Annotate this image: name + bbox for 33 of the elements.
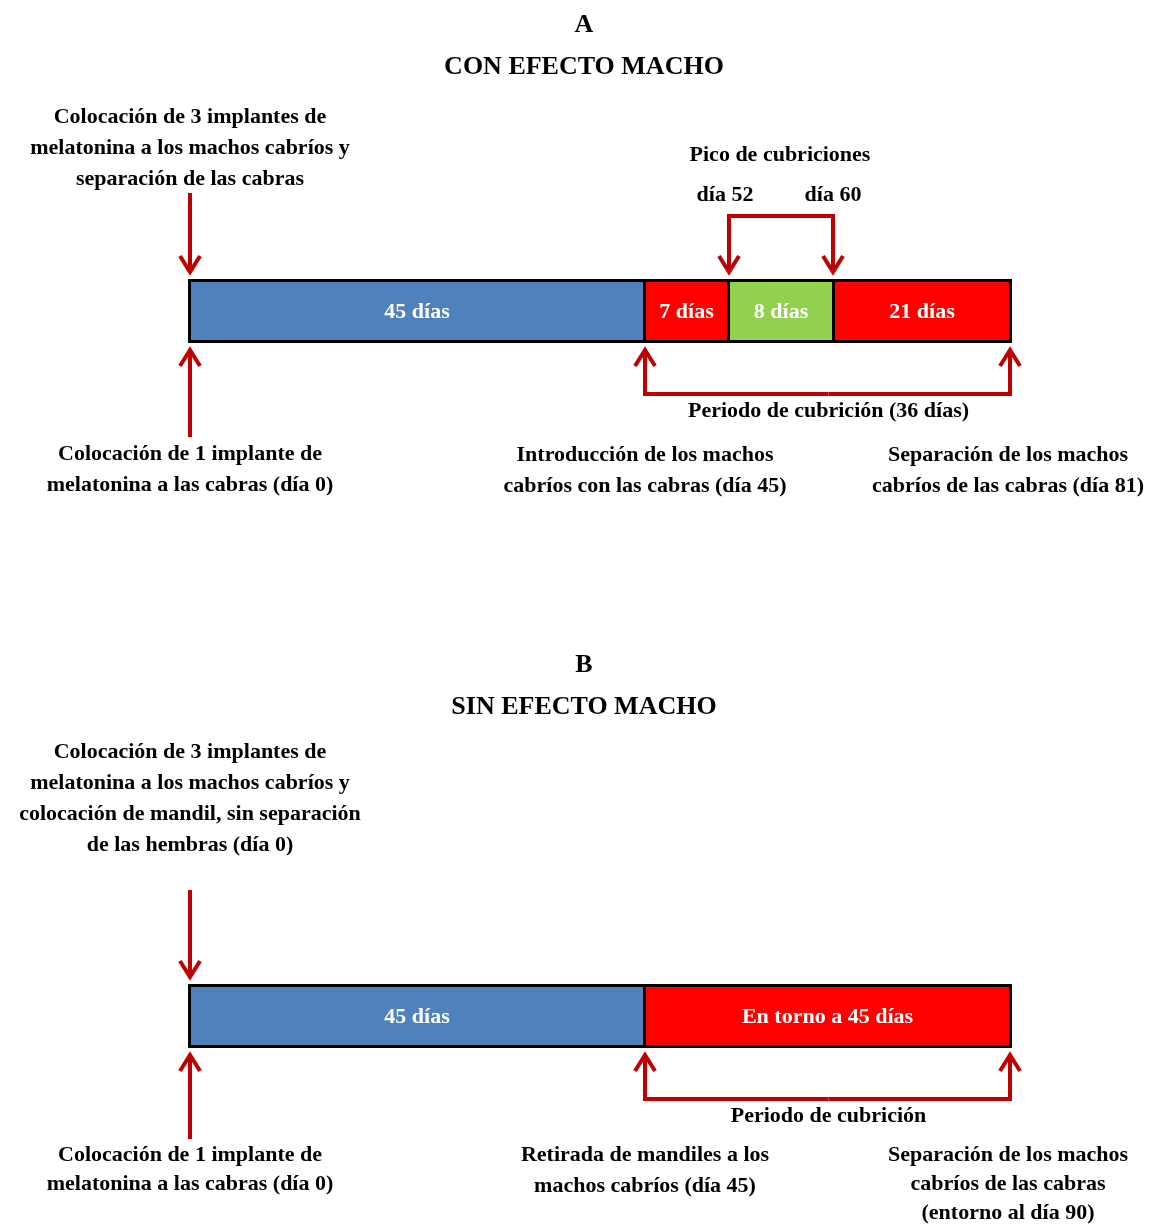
annotation-text: Colocación de 3 implantes de melatonina a los machos cabríos y colocación de mandil, sin separación de las hembras (día 0) [15, 735, 365, 890]
day-label: día 60 [803, 180, 863, 208]
timeline-segment: 21 días [832, 279, 1012, 343]
panel-letter: B [574, 648, 594, 679]
arrow [633, 1053, 829, 1101]
timeline-segment: 8 días [727, 279, 835, 343]
day-label: día 52 [695, 180, 755, 208]
arrow [178, 1053, 202, 1139]
annotation-text: Colocación de 1 implante de melatonina a las cabras (día 0) [30, 1139, 350, 1227]
panel-letter: A [573, 8, 595, 39]
timeline-segment: 45 días [188, 279, 646, 343]
annotation-text: Separación de los machos cabríos de las cabras (día 81) [871, 440, 1145, 499]
timeline-segment: 45 días [188, 984, 646, 1048]
annotation-text: Colocación de 1 implante de melatonina a las cabras (día 0) [30, 437, 350, 530]
period-label: Periodo de cubrición (36 días) [645, 394, 1012, 428]
arrow [828, 348, 1022, 396]
arrow [828, 1053, 1022, 1101]
arrow [178, 193, 202, 274]
bracket-title: Pico de cubriciones [688, 140, 872, 168]
annotation-text: Separación de los machos cabríos de las cabras (entorno al día 90) [886, 1140, 1130, 1226]
arrow [178, 890, 202, 979]
timeline-segment: En torno a 45 días [643, 984, 1012, 1048]
annotation-text: Retirada de mandiles a los machos cabríos (día 45) [519, 1140, 771, 1199]
period-label: Periodo de cubrición [645, 1099, 1012, 1133]
panel-title: CON EFECTO MACHO [443, 50, 725, 81]
arrow [780, 214, 845, 274]
timeline-segment: 7 días [643, 279, 730, 343]
panel-title: SIN EFECTO MACHO [450, 690, 718, 721]
arrow [178, 348, 202, 437]
arrow [717, 214, 780, 274]
annotation-text: Colocación de 3 implantes de melatonina a los machos cabríos y separación de las cabras [15, 100, 365, 193]
arrow [633, 348, 829, 396]
annotation-text: Introducción de los machos cabríos con las cabras (día 45) [502, 440, 788, 499]
